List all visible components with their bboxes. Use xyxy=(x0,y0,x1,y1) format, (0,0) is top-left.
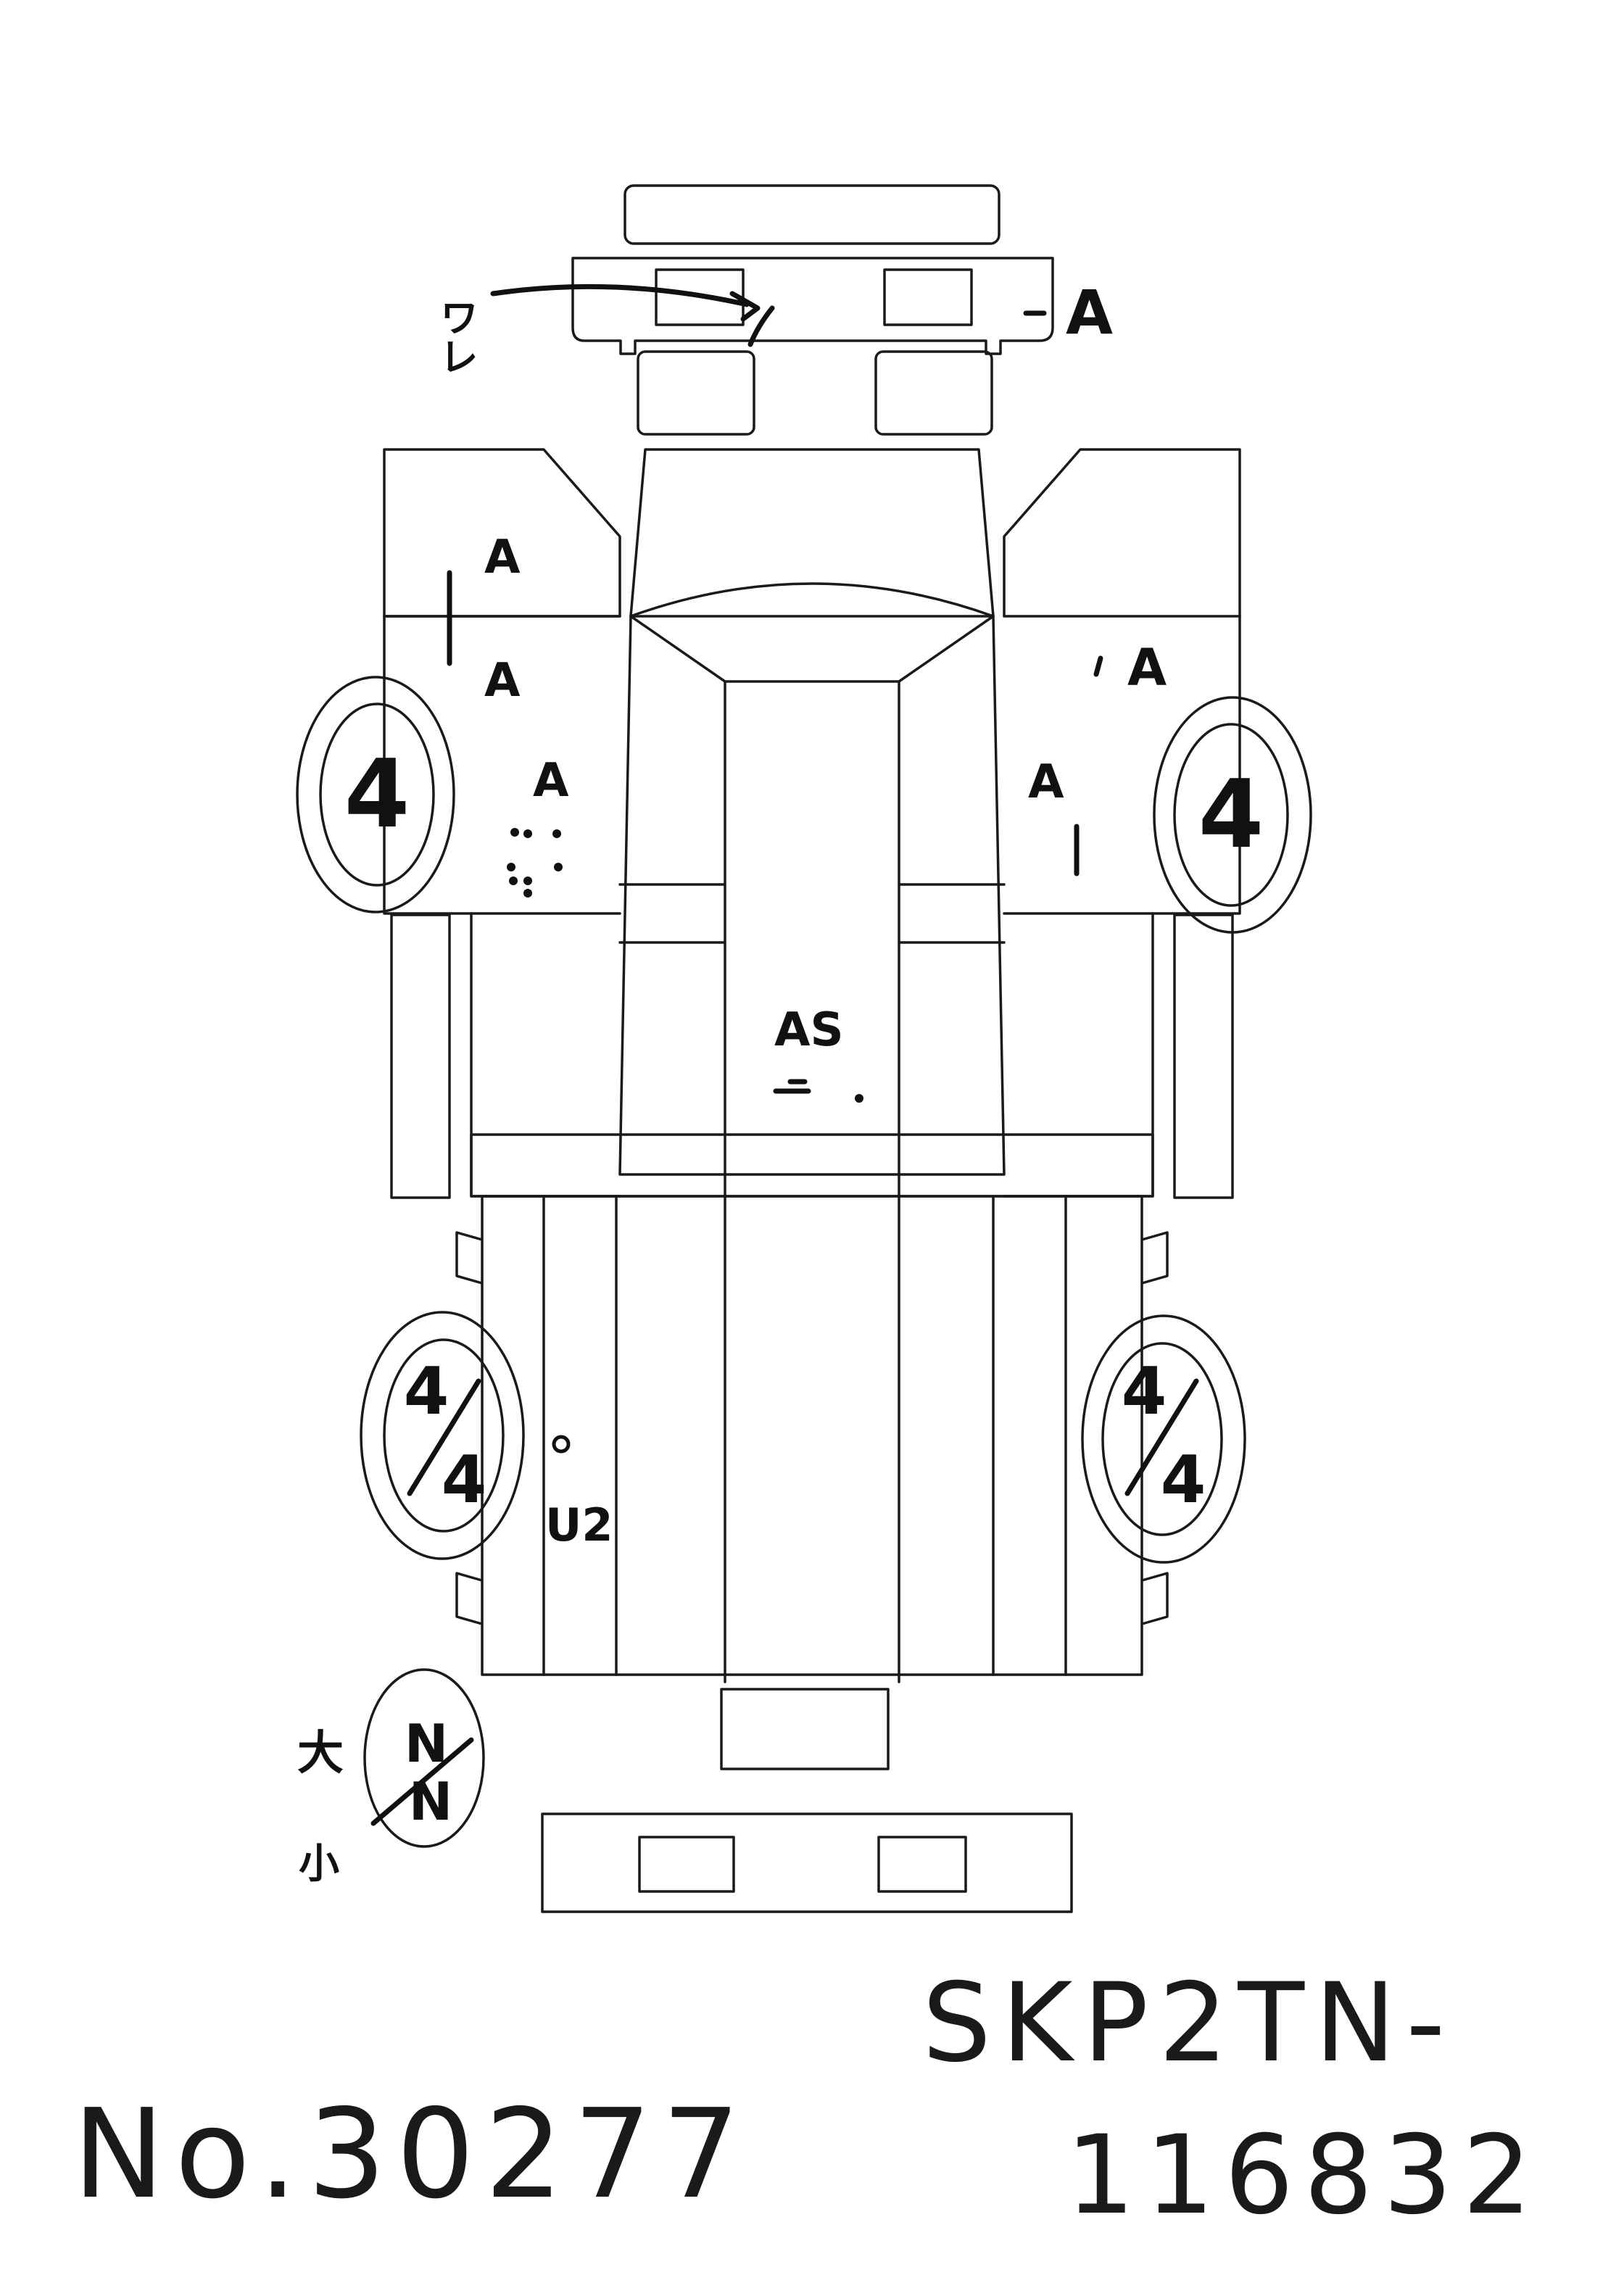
right-door-panel xyxy=(1003,912,1154,1198)
spare-tire-bottom: N xyxy=(409,1771,452,1832)
right-scratch-mark xyxy=(1093,655,1103,677)
rear-left-ring xyxy=(552,1435,571,1454)
right-upper-grade: A xyxy=(1127,638,1167,697)
tire-front-right-tread: 4 xyxy=(1198,759,1264,869)
tire-front-right: 4 xyxy=(1153,696,1312,934)
front-section xyxy=(571,184,1054,436)
tire-rear-left-num: 4 xyxy=(404,1354,450,1430)
cab-body xyxy=(383,448,1241,1683)
headlamp-left xyxy=(637,350,755,436)
left-upper-grade-2: A xyxy=(484,654,521,708)
front-lamp-right xyxy=(883,268,973,326)
left-front-fender xyxy=(383,448,621,618)
cab-outline xyxy=(618,615,1006,1176)
rear-bumper xyxy=(541,1812,1073,1913)
roof-dot xyxy=(855,1094,863,1103)
tire-rear-right-slash xyxy=(1124,1378,1199,1496)
front-bumper-grade: A xyxy=(1066,277,1113,348)
large-label: 大 xyxy=(297,1727,344,1781)
spare-tire-slash xyxy=(370,1737,474,1826)
chassis-line-1: SKP2TN- xyxy=(922,1960,1455,2086)
rear-left-grade: U2 xyxy=(545,1499,613,1551)
front-bumper xyxy=(624,184,1000,245)
right-front-panel xyxy=(1003,615,1241,915)
left-door-grade: A xyxy=(533,754,569,808)
crack-mark xyxy=(747,305,775,347)
tire-rear-right: 4 4 xyxy=(1081,1314,1246,1564)
rear-lamp-left xyxy=(638,1836,735,1893)
rear-section xyxy=(541,1812,1073,1913)
footer: No.30277 SKP2TN- 116832 xyxy=(72,1960,1542,2239)
roof-grade: AS xyxy=(774,1003,844,1057)
crack-arrow xyxy=(490,283,750,307)
crack-arrowhead xyxy=(729,291,761,322)
tire-rear-left: 4 4 xyxy=(360,1311,525,1560)
right-door-grade: A xyxy=(1028,755,1064,809)
headlamp-right xyxy=(874,350,993,436)
sheet-number: No.30277 xyxy=(72,2083,750,2226)
left-upper-grade-1: A xyxy=(484,531,521,584)
tire-rear-left-slash xyxy=(407,1378,481,1496)
bed-rear-hooks xyxy=(455,1572,1169,1625)
right-step xyxy=(1173,913,1234,1199)
front-grille xyxy=(571,257,1054,355)
chassis-line-2: 116832 xyxy=(1066,2113,1542,2239)
bed-front-hooks xyxy=(455,1231,1169,1285)
tire-rear-right-den: 4 xyxy=(1161,1442,1206,1518)
tire-front-left-tread: 4 xyxy=(344,739,410,849)
left-step xyxy=(390,913,451,1199)
left-door-panel xyxy=(470,912,621,1198)
bed-ribs xyxy=(542,1195,1067,1676)
cargo-bed xyxy=(455,1195,1169,1770)
left-front-panel xyxy=(383,615,621,915)
hood-panel xyxy=(629,448,995,618)
tire-front-left: 4 xyxy=(296,676,455,913)
tire-rear-left-den: 4 xyxy=(442,1442,487,1518)
cab-rear-bar xyxy=(470,1133,1154,1198)
left-door-dots xyxy=(507,828,563,898)
spare-tire: N N xyxy=(363,1668,485,1848)
small-label: 小 xyxy=(299,1841,339,1888)
damage-annotations: ワレ A A A A A A AS U2 大 小 xyxy=(297,277,1167,1888)
tire-rear-right-num: 4 xyxy=(1122,1354,1167,1430)
rear-hitch xyxy=(720,1688,890,1770)
bed-outline xyxy=(481,1195,1143,1676)
right-front-fender xyxy=(1003,448,1241,618)
windshield-line xyxy=(629,582,995,618)
crack-note: ワレ xyxy=(433,297,478,376)
roof-front-edge xyxy=(629,615,995,683)
rear-lamp-right xyxy=(877,1836,967,1893)
